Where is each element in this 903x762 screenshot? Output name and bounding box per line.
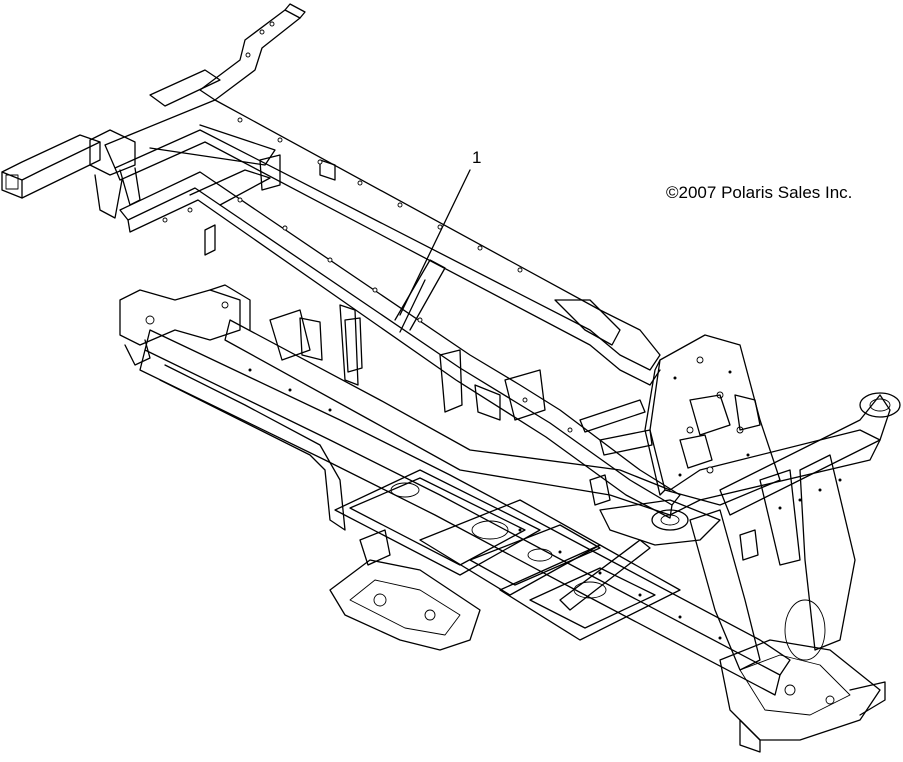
lower-frame-assembly [119, 284, 901, 753]
callout-leader [399, 169, 471, 316]
lower-frame-holes [248, 368, 842, 640]
part-callout-number: 1 [472, 148, 482, 167]
rail-holes [162, 117, 573, 433]
copyright-notice: ©2007 Polaris Sales Inc. [666, 183, 853, 202]
upper-frame-assembly [1, 3, 681, 519]
